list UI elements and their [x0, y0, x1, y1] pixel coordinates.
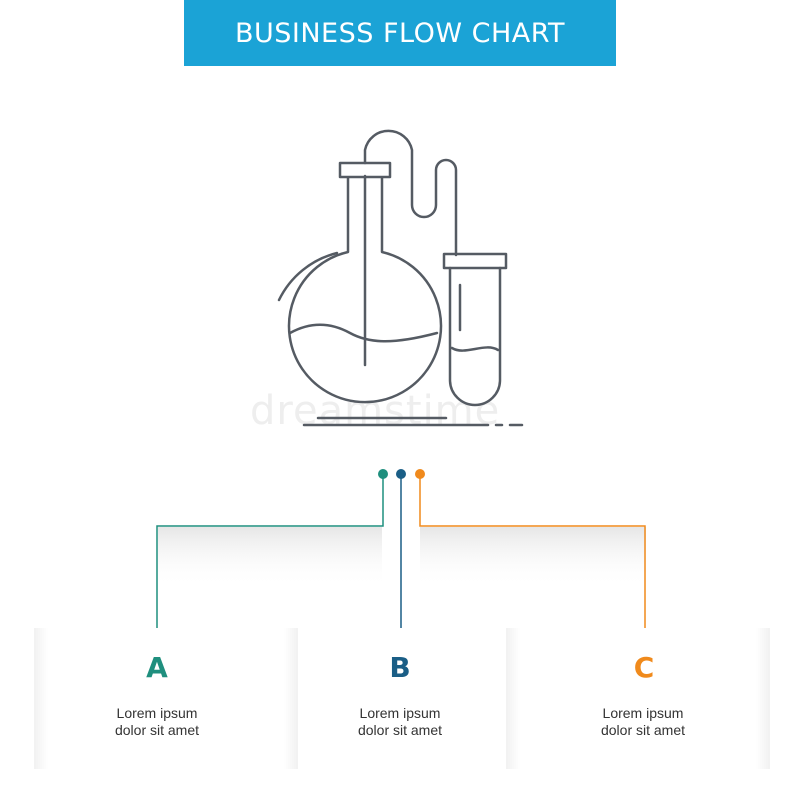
- connector-line-a: [156, 475, 384, 636]
- connector-line-c: [419, 475, 646, 636]
- chemistry-flask-test-tube-icon: [277, 129, 524, 427]
- step-text-b-line1: Lorem ipsum: [359, 705, 441, 721]
- step-text-c: Lorem ipsum dolor sit amet: [563, 705, 723, 739]
- step-letter-c: C: [633, 651, 655, 684]
- step-panel-c: [506, 628, 770, 769]
- step-text-a-line1: Lorem ipsum: [116, 705, 198, 721]
- watermark: dreamstime: [250, 388, 501, 434]
- connector-shadow-c: [420, 527, 646, 587]
- connector-shadow-a: [158, 527, 382, 587]
- step-text-c-line1: Lorem ipsum: [602, 705, 684, 721]
- step-letter-b: B: [389, 651, 411, 684]
- connector-dot-a: [378, 469, 388, 479]
- step-text-a: Lorem ipsum dolor sit amet: [77, 705, 237, 739]
- title-banner: BUSINESS FLOW CHART: [184, 0, 616, 66]
- step-text-b-line2: dolor sit amet: [357, 722, 443, 738]
- step-letter-a: A: [146, 651, 168, 684]
- connector-dot-c: [415, 469, 425, 479]
- step-text-b: Lorem ipsum dolor sit amet: [320, 705, 480, 739]
- connector-dot-b: [396, 469, 406, 479]
- step-text-a-line2: dolor sit amet: [114, 722, 200, 738]
- step-panel-a: [34, 628, 298, 769]
- step-panel-b: [300, 628, 504, 769]
- step-text-c-line2: dolor sit amet: [600, 722, 686, 738]
- page-title: BUSINESS FLOW CHART: [234, 17, 566, 49]
